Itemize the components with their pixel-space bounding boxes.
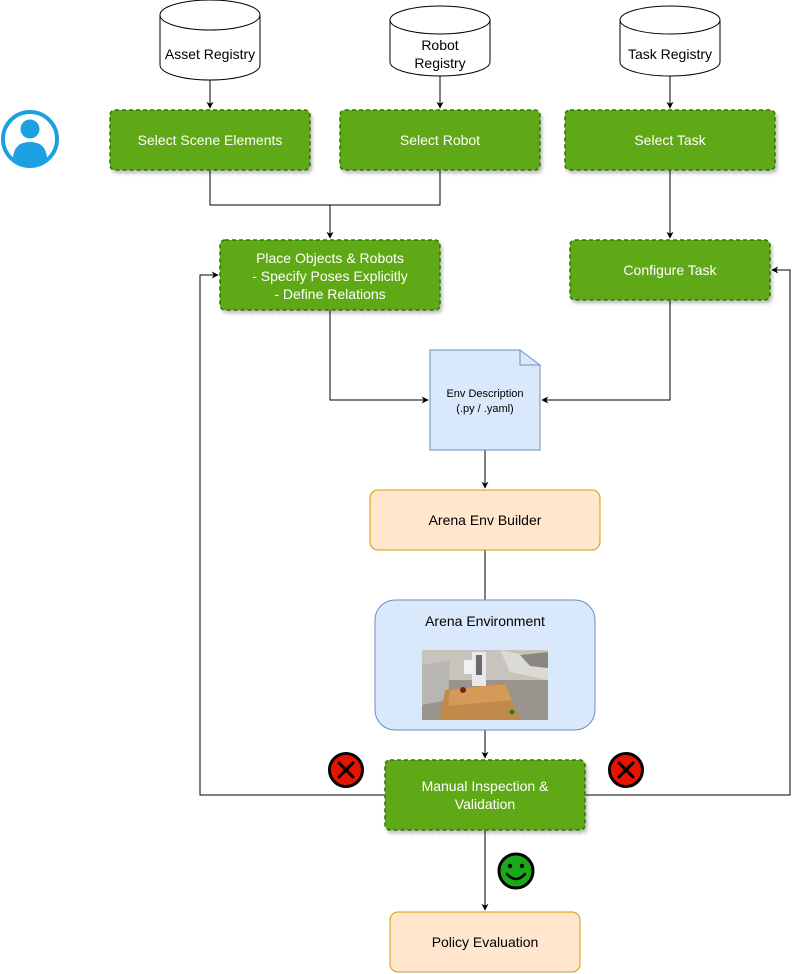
edge-place-to-doc	[329, 310, 429, 404]
red-x-icon	[328, 752, 364, 788]
asset-registry-db: Asset Registry	[159, 0, 261, 81]
edge-feedback-left	[199, 271, 385, 796]
manual-inspection-step: Manual Inspection & Validation	[384, 759, 586, 831]
select-task-label: Select Task	[634, 132, 706, 148]
arena-env-builder: Arena Env Builder	[369, 489, 601, 551]
configure-task-step: Configure Task	[569, 239, 771, 301]
user-avatar-icon	[1, 110, 59, 168]
robot-registry-label-line2: Registry	[414, 55, 465, 71]
place-objects-line1: Place Objects & Robots	[256, 250, 404, 266]
manual-inspection-line2: Validation	[455, 796, 515, 812]
edge-scene-merge	[209, 170, 441, 206]
manual-inspection-line1: Manual Inspection &	[422, 778, 550, 794]
place-objects-step: Place Objects & Robots - Specify Poses E…	[219, 239, 441, 311]
red-x-icon	[608, 752, 644, 788]
robot-registry-label-line1: Robot	[421, 37, 458, 53]
policy-evaluation-label: Policy Evaluation	[432, 934, 539, 950]
policy-evaluation: Policy Evaluation	[389, 911, 581, 973]
arena-environment: Arena Environment	[374, 599, 596, 731]
select-task-step: Select Task	[564, 109, 776, 171]
task-registry-db: Task Registry	[619, 5, 721, 77]
arena-environment-label: Arena Environment	[425, 613, 545, 629]
select-robot-step: Select Robot	[339, 109, 541, 171]
connectors	[199, 76, 791, 911]
asset-registry-label: Asset Registry	[165, 46, 255, 62]
robot-registry-db: Robot Registry	[389, 5, 491, 77]
edge-configure-to-doc	[541, 300, 671, 404]
select-scene-elements-label: Select Scene Elements	[138, 132, 283, 148]
env-description-line1: Env Description	[446, 388, 523, 400]
env-description-line2: (.py / .yaml)	[456, 403, 513, 415]
env-description-document: Env Description (.py / .yaml)	[429, 349, 541, 451]
place-objects-line3: - Define Relations	[274, 286, 385, 302]
green-smiley-icon	[497, 852, 535, 890]
environment-thumbnail	[422, 650, 548, 720]
select-robot-label: Select Robot	[400, 132, 480, 148]
configure-task-label: Configure Task	[623, 262, 717, 278]
place-objects-line2: - Specify Poses Explicitly	[252, 268, 408, 284]
select-scene-elements-step: Select Scene Elements	[109, 109, 311, 171]
task-registry-label: Task Registry	[628, 46, 712, 62]
arena-env-builder-label: Arena Env Builder	[429, 512, 542, 528]
edge-feedback-right	[585, 266, 791, 796]
